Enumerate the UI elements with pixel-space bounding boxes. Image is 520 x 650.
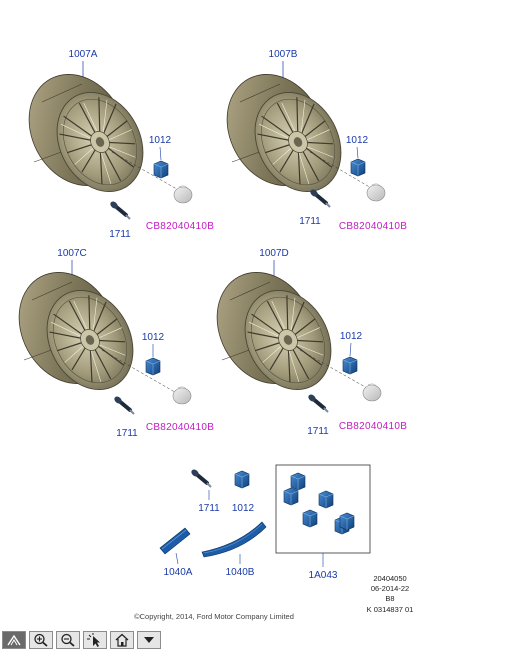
valve-label-d: 1711: [307, 426, 329, 437]
zoom-out-icon: [61, 633, 75, 647]
nut-label-d: 1012: [340, 331, 363, 342]
lock-nut-icon: [290, 472, 306, 491]
select-button[interactable]: [83, 631, 107, 649]
cap-label-c: CB82040410B: [146, 422, 214, 433]
part-label-lock-kit: 1A043: [309, 570, 338, 581]
part-label-valve: 1711: [198, 503, 220, 514]
wheel-weight-b-icon: [201, 521, 267, 558]
valve-stem-icon: [107, 198, 132, 221]
nut-label-a: 1012: [149, 135, 172, 146]
lock-key-icon: [339, 512, 355, 531]
valve-stem-icon: [307, 186, 332, 209]
zoom-in-button[interactable]: [29, 631, 53, 649]
wheel-label-c: 1007C: [57, 248, 86, 259]
parts-diagram: 1007A 1012 1711 CB82040410B 1007B 1012 1…: [0, 49, 414, 621]
menu-icon: [144, 637, 154, 643]
lug-nut-icon: [350, 158, 366, 177]
wheel-group-a: 1007A 1012 1711 CB82040410B: [9, 49, 214, 240]
lug-nut-icon: [153, 160, 169, 179]
lock-nut-icon: [318, 490, 334, 509]
wheel-label-d: 1007D: [259, 248, 288, 259]
part-label-weight-b: 1040B: [226, 567, 255, 578]
pan-button[interactable]: [2, 631, 26, 649]
lock-kit-box: [275, 464, 371, 554]
wheel-group-d: 1007D 1012 1711 CB82040410B: [197, 248, 407, 437]
valve-label-a: 1711: [109, 229, 131, 240]
home-icon: [115, 633, 129, 647]
loose-parts: 1711 1012 1040A 1040B 1A043: [159, 464, 371, 581]
meta-line-1: 20404050: [373, 574, 406, 583]
wheel-group-b: 1007B 1012 1711 CB82040410B: [207, 49, 407, 232]
part-label-nut: 1012: [232, 503, 255, 514]
lock-nut-icon: [283, 487, 299, 506]
wheel-d-image: [197, 254, 349, 406]
valve-cap-icon: [362, 383, 382, 402]
wheel-label-a: 1007A: [69, 49, 98, 60]
wheel-b-image: [207, 56, 359, 208]
viewer-toolbar: [0, 630, 520, 650]
home-button[interactable]: [110, 631, 134, 649]
wheel-weight-a-icon: [159, 527, 191, 555]
part-label-weight-a: 1040A: [164, 567, 193, 578]
illustration-meta: 20404050 06-2014-22 B8 K 0314837 01: [367, 574, 414, 614]
valve-stem-icon: [305, 391, 330, 414]
pan-icon: [7, 634, 21, 646]
valve-stem-icon: [111, 393, 136, 416]
valve-stem-icon: [188, 466, 213, 489]
select-icon: [87, 633, 100, 647]
valve-cap-icon: [173, 185, 193, 204]
copyright-text: ©Copyright, 2014, Ford Motor Company Lim…: [134, 612, 294, 621]
lug-nut-icon: [145, 357, 161, 376]
lock-nut-icon: [302, 509, 318, 528]
zoom-out-button[interactable]: [56, 631, 80, 649]
meta-line-4: K 0314837 01: [367, 605, 414, 614]
meta-line-2: 06-2014-22: [371, 584, 409, 593]
nut-label-b: 1012: [346, 135, 369, 146]
nut-label-c: 1012: [142, 332, 165, 343]
wheel-a-image: [9, 56, 161, 208]
valve-cap-icon: [172, 386, 192, 405]
cap-label-d: CB82040410B: [339, 421, 407, 432]
cap-label-a: CB82040410B: [146, 221, 214, 232]
zoom-in-icon: [34, 633, 48, 647]
meta-line-3: B8: [385, 594, 394, 603]
lug-nut-icon: [234, 470, 250, 489]
valve-label-c: 1711: [116, 428, 138, 439]
cap-label-b: CB82040410B: [339, 221, 407, 232]
valve-label-b: 1711: [299, 216, 321, 227]
lug-nut-icon: [342, 356, 358, 375]
wheel-label-b: 1007B: [269, 49, 298, 60]
valve-cap-icon: [366, 183, 386, 202]
wheel-c-image: [0, 254, 151, 406]
menu-button[interactable]: [137, 631, 161, 649]
wheel-group-c: 1007C 1012 1711 CB82040410B: [0, 248, 214, 439]
